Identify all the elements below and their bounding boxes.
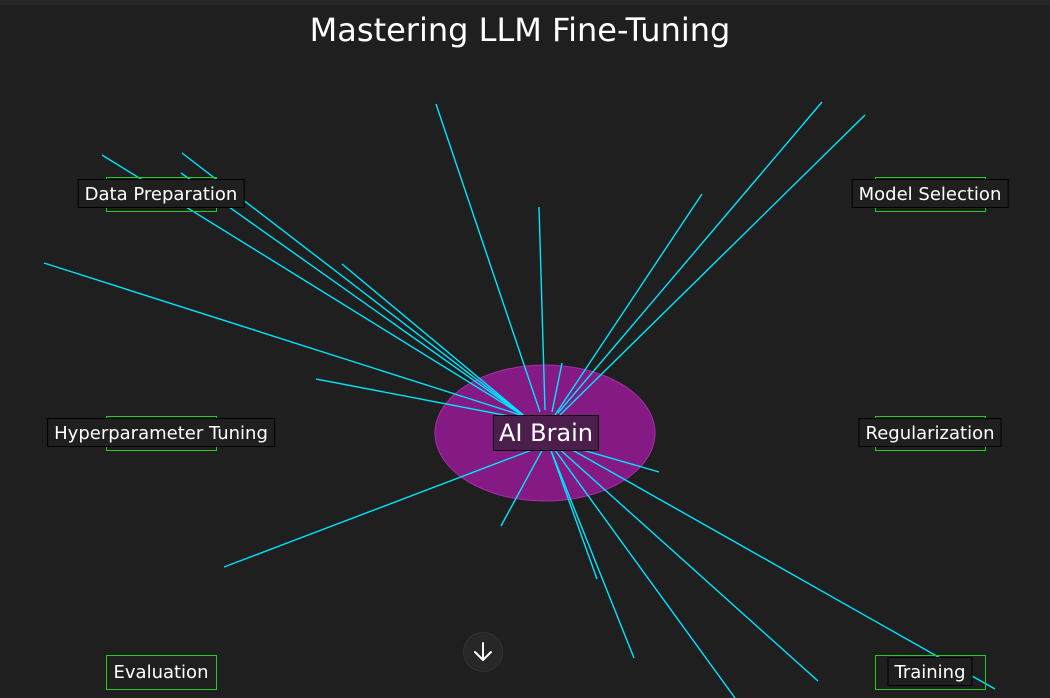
connection-ray [559, 114, 866, 416]
connection-ray [551, 445, 736, 698]
connection-ray [435, 103, 541, 413]
node-regularization[interactable]: Regularization [0, 416, 1050, 451]
node-evaluation[interactable]: Evaluation [0, 655, 1050, 690]
connection-ray [549, 447, 598, 580]
node-model-selection[interactable]: Model Selection [0, 177, 1050, 212]
connection-ray [549, 447, 635, 659]
node-frame [875, 655, 986, 690]
connection-ray [315, 378, 531, 421]
node-training[interactable]: Training [0, 655, 1050, 690]
node-data-preparation[interactable]: Data Preparation [0, 177, 1050, 212]
connection-ray [538, 206, 546, 411]
connection-ray [223, 444, 546, 568]
connection-ray [559, 442, 996, 690]
connection-ray [180, 172, 528, 419]
node-label-model-selection: Model Selection [851, 179, 1009, 208]
connection-ray [554, 193, 703, 416]
top-bar [0, 0, 1050, 5]
connection-ray [341, 263, 528, 419]
connection-ray [551, 362, 563, 413]
node-frame [106, 655, 217, 690]
page-title: Mastering LLM Fine-Tuning [309, 11, 731, 49]
node-label-regularization: Regularization [858, 418, 1002, 447]
node-hyperparameter-tuning[interactable]: Hyperparameter Tuning [0, 416, 1050, 451]
connection-rays [43, 101, 996, 698]
node-label-data-preparation: Data Preparation [77, 179, 245, 208]
connection-ray [500, 444, 546, 527]
arrow-down-icon [474, 642, 492, 661]
connection-ray [557, 101, 823, 414]
node-label-evaluation: Evaluation [113, 662, 209, 683]
ai-brain-label[interactable]: AI Brain [492, 415, 600, 451]
node-label-hyperparameter-tuning: Hyperparameter Tuning [47, 418, 275, 447]
node-label-training: Training [887, 657, 973, 686]
connection-ray [555, 445, 819, 682]
connection-ray [43, 262, 531, 419]
scroll-down-button[interactable] [463, 632, 503, 672]
